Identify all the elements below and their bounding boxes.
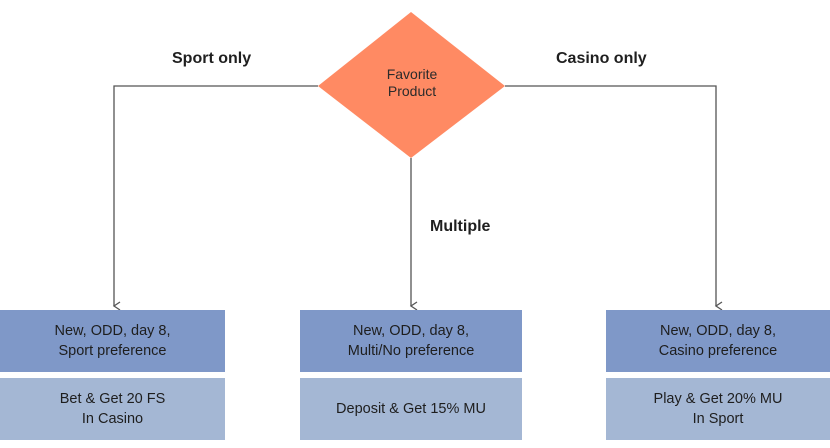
offer-multi-line1: Deposit & Get 15% MU bbox=[336, 401, 486, 417]
segment-casino-line2: Casino preference bbox=[658, 343, 778, 359]
decision-label-line2: Product bbox=[387, 83, 437, 99]
branch-label-sport-only: Sport only bbox=[172, 50, 252, 67]
decision-label: Favorite Product bbox=[330, 66, 494, 100]
connector-sport-only bbox=[112, 85, 318, 311]
segment-sport-line1: New, ODD, day 8, bbox=[54, 323, 171, 339]
segment-multi-line1: New, ODD, day 8, bbox=[352, 323, 470, 339]
offer-casino-line1: Play & Get 20% MU bbox=[653, 391, 783, 407]
segment-multi-line2: Multi/No preference bbox=[347, 343, 475, 359]
offer-box-casino: Play & Get 20% MU In Sport bbox=[606, 378, 830, 440]
offer-box-sport: Bet & Get 20 FS In Casino bbox=[0, 378, 225, 440]
segment-box-sport: New, ODD, day 8, Sport preference bbox=[0, 310, 225, 372]
branch-label-casino-only: Casino only bbox=[556, 50, 647, 67]
offer-casino-line2: In Sport bbox=[692, 411, 744, 427]
segment-box-multi: New, ODD, day 8, Multi/No preference bbox=[300, 310, 522, 372]
decision-diamond bbox=[318, 12, 505, 158]
offer-box-multi: Deposit & Get 15% MU bbox=[300, 378, 522, 440]
offer-sport-line2: In Casino bbox=[81, 411, 144, 427]
segment-casino-line1: New, ODD, day 8, bbox=[659, 323, 777, 339]
offer-sport-line1: Bet & Get 20 FS bbox=[59, 391, 166, 407]
connector-casino-only bbox=[505, 85, 723, 311]
segment-box-casino: New, ODD, day 8, Casino preference bbox=[606, 310, 830, 372]
segment-sport-line2: Sport preference bbox=[58, 343, 167, 359]
branch-label-multiple: Multiple bbox=[430, 218, 491, 235]
decision-label-line1: Favorite bbox=[386, 66, 438, 82]
